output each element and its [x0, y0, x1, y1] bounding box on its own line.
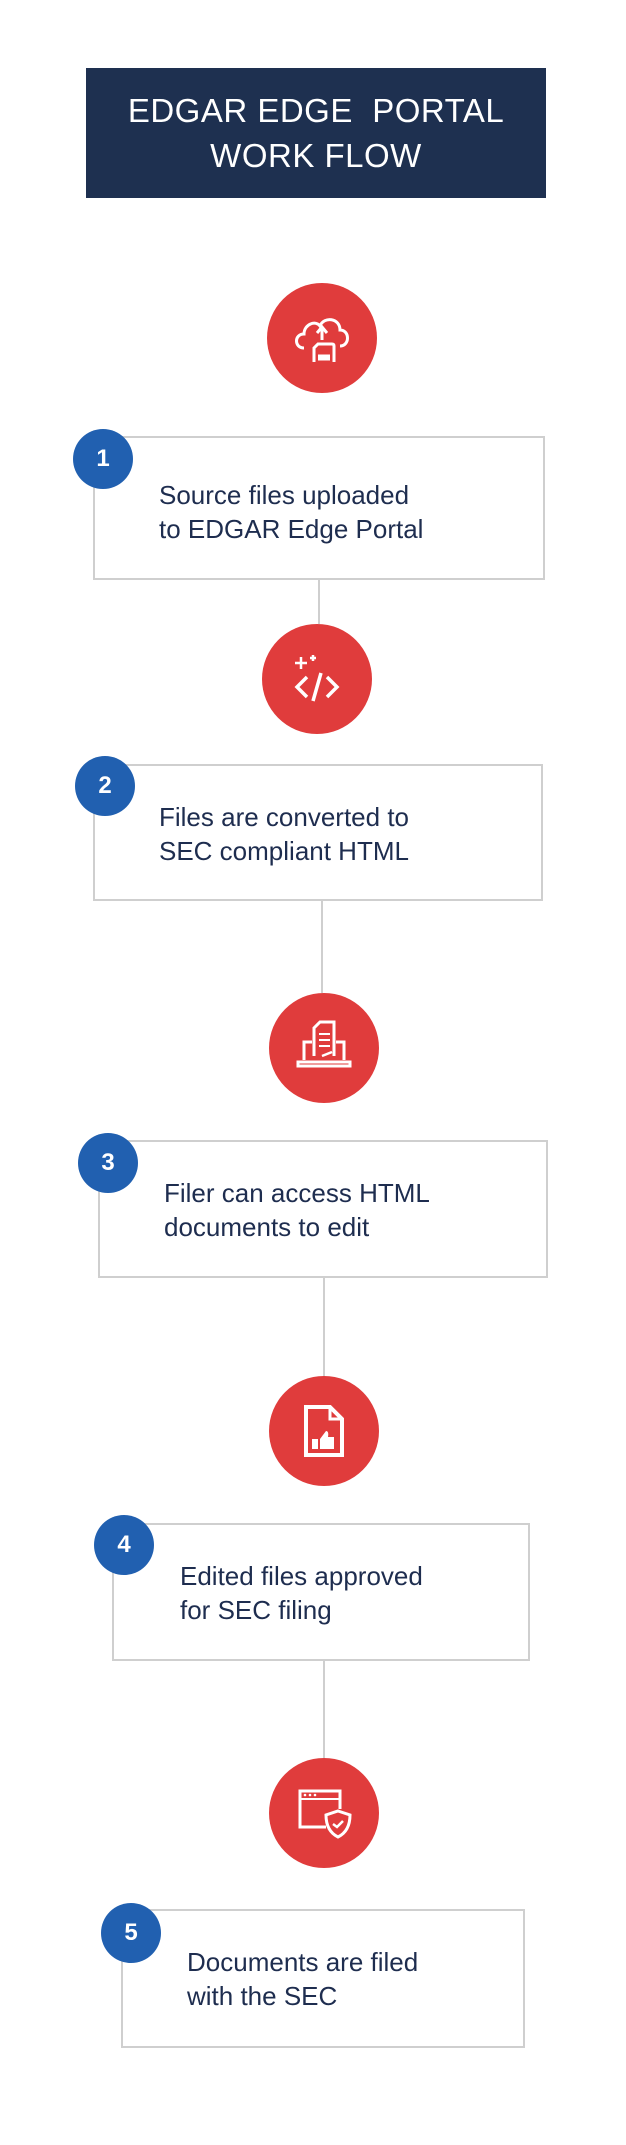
connector-line [318, 580, 320, 624]
step-1-line-1: Source files uploaded [159, 480, 410, 510]
step-3-box: Filer can access HTML documents to edit [98, 1140, 548, 1278]
browser-shield-icon [298, 1789, 352, 1839]
step-4-icon-circle [269, 1376, 379, 1486]
step-1-badge: 1 [73, 429, 133, 489]
step-3-line-1: Filer can access HTML [164, 1178, 430, 1208]
laptop-document-icon [296, 1020, 352, 1068]
step-4-box: Edited files approved for SEC filing [112, 1523, 530, 1661]
step-1-line-2: to EDGAR Edge Portal [159, 514, 424, 544]
step-1-box: Source files uploaded to EDGAR Edge Port… [93, 436, 545, 580]
step-5-box: Documents are filed with the SEC [121, 1909, 525, 2048]
step-5-badge: 5 [101, 1903, 161, 1963]
step-5-line-2: with the SEC [187, 1981, 338, 2011]
step-4-badge: 4 [94, 1515, 154, 1575]
title-line-2: WORK FLOW [210, 137, 422, 174]
code-sparkle-icon [294, 655, 340, 702]
step-2-icon-circle [262, 624, 372, 734]
step-3-icon-circle [269, 993, 379, 1103]
step-5-line-1: Documents are filed [187, 1947, 419, 1977]
step-2-box: Files are converted to SEC compliant HTM… [93, 764, 543, 901]
cloud-upload-icon [295, 318, 349, 362]
step-2-line-2: SEC compliant HTML [159, 836, 409, 866]
document-thumbs-up-icon [304, 1405, 344, 1457]
connector-line [323, 1278, 325, 1376]
title-banner: EDGAR EDGE PORTAL WORK FLOW [86, 68, 546, 198]
connector-line [321, 901, 323, 993]
step-3-badge: 3 [78, 1133, 138, 1193]
step-1-icon-circle [267, 283, 377, 393]
step-5-icon-circle [269, 1758, 379, 1868]
step-3-line-2: documents to edit [164, 1212, 370, 1242]
connector-line [323, 1661, 325, 1758]
step-4-line-1: Edited files approved [180, 1561, 423, 1591]
step-2-line-1: Files are converted to [159, 802, 410, 832]
step-4-line-2: for SEC filing [180, 1595, 332, 1625]
title-line-1: EDGAR EDGE PORTAL [127, 92, 505, 129]
step-2-badge: 2 [75, 756, 135, 816]
